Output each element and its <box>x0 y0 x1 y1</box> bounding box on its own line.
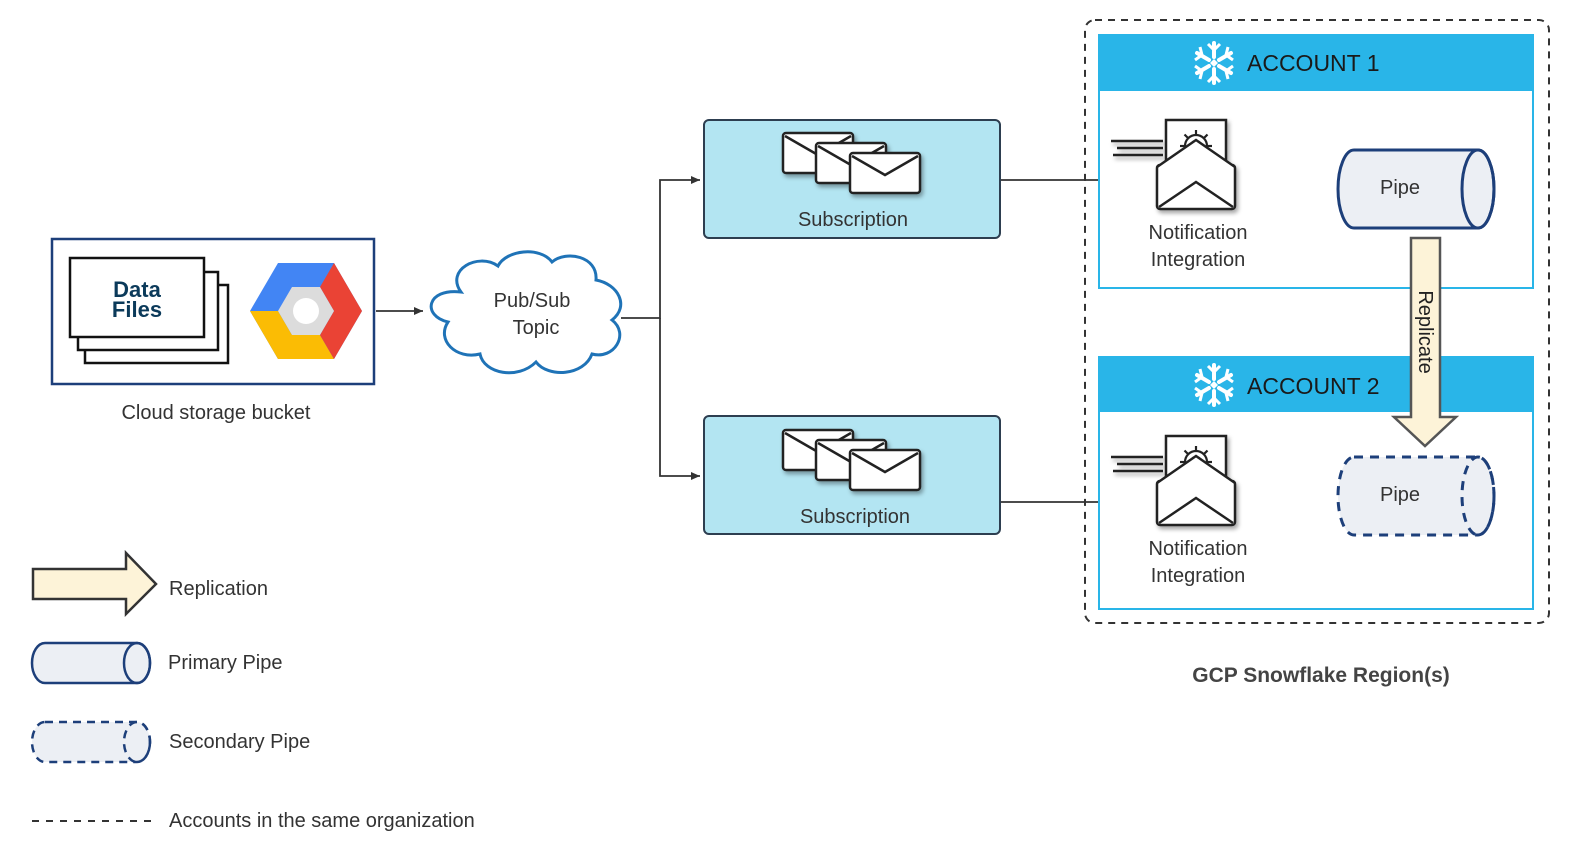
bucket-caption: Cloud storage bucket <box>121 402 310 424</box>
legend-same-org: Accounts in the same organization <box>32 810 475 832</box>
data-files-stack: Data Files <box>68 256 230 365</box>
legend-primary-pipe-label: Primary Pipe <box>168 652 282 674</box>
replicate-label: Replicate <box>1414 290 1436 373</box>
legend-replication-label: Replication <box>169 578 268 600</box>
integration-1-label-line2: Integration <box>1151 249 1246 271</box>
integration-2-label-line1: Notification <box>1149 538 1248 560</box>
account-2-title: ACCOUNT 2 <box>1247 373 1380 399</box>
subscription-1-label: Subscription <box>798 209 908 231</box>
cloud-storage-bucket: Data Files <box>50 237 376 386</box>
topic-label-line1: Pub/Sub <box>494 290 571 312</box>
cloud-icon <box>429 250 623 375</box>
replicate-arrow: Replicate <box>1390 236 1460 448</box>
primary-pipe-1: Pipe <box>1336 148 1496 230</box>
secondary-pipe-2: Pipe <box>1336 455 1496 537</box>
legend-secondary-pipe: Secondary Pipe <box>30 720 310 764</box>
data-files-label-line2: Files <box>112 297 162 322</box>
legend: Replication Primary Pipe Secondary Pipe … <box>30 549 475 832</box>
pipe-1-label: Pipe <box>1380 177 1420 199</box>
pubsub-topic: Pub/Sub Topic <box>429 250 623 375</box>
integration-2-label-line2: Integration <box>1151 565 1246 587</box>
data-files-label-line1: Data <box>113 277 161 302</box>
topic-label-line2: Topic <box>513 317 560 339</box>
subscription-2-label: Subscription <box>800 506 910 528</box>
gcp-logo-icon <box>250 263 362 359</box>
account-1: ACCOUNT 1 Notification Integration Pipe <box>1098 34 1534 289</box>
account-1-title: ACCOUNT 1 <box>1247 50 1380 76</box>
subscription-1: Subscription <box>703 119 1001 239</box>
organization-boundary <box>1084 19 1550 624</box>
subscription-2: Subscription <box>703 415 1001 535</box>
legend-same-org-label: Accounts in the same organization <box>169 810 475 832</box>
pipe-2-label: Pipe <box>1380 484 1420 506</box>
legend-primary-pipe: Primary Pipe <box>30 641 282 685</box>
integration-1-label-line1: Notification <box>1149 222 1248 244</box>
topic-to-subscription1-arrow <box>621 176 700 319</box>
legend-replication: Replication <box>31 549 268 618</box>
region-label: GCP Snowflake Region(s) <box>1192 664 1450 687</box>
topic-to-subscription2-arrow <box>659 318 700 480</box>
legend-secondary-pipe-label: Secondary Pipe <box>169 731 310 753</box>
account-2: ACCOUNT 2 Notification Integration Pipe <box>1098 356 1534 610</box>
